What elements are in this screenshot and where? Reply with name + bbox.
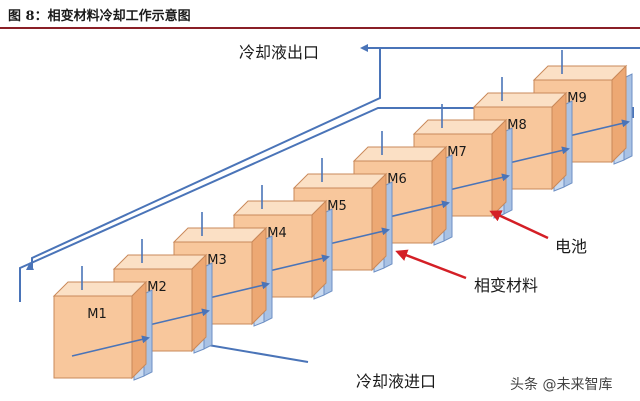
battery-side-face bbox=[551, 91, 567, 191]
title-rule bbox=[0, 27, 640, 29]
battery-label: 电池 bbox=[555, 237, 588, 256]
internal-coolant-line bbox=[71, 335, 150, 357]
coolant-inlet-label: 冷却液进口 bbox=[356, 372, 437, 391]
outlet-manifold-lower bbox=[19, 107, 634, 302]
battery-side-face bbox=[611, 64, 627, 164]
outlet-manifold-upper bbox=[31, 47, 640, 268]
battery-side-face bbox=[131, 280, 147, 380]
battery-top-face bbox=[292, 173, 388, 189]
pcm-label: 相变材料 bbox=[474, 276, 539, 295]
battery-side-face bbox=[311, 199, 327, 299]
battery-top-face bbox=[112, 254, 208, 270]
battery-top-face bbox=[352, 146, 448, 162]
battery-top-face bbox=[172, 227, 268, 243]
watermark: 头条 @未来智库 bbox=[510, 377, 613, 393]
battery-front-face bbox=[53, 295, 133, 379]
coolant-outlet-label: 冷却液出口 bbox=[239, 43, 320, 62]
battery-module-1: M1 bbox=[52, 266, 153, 381]
battery-side-face bbox=[251, 226, 267, 326]
figure-header: 图 8：相变材料冷却工作示意图 bbox=[0, 0, 640, 29]
figure-title: 图 8：相变材料冷却工作示意图 bbox=[8, 9, 191, 24]
battery-top-face bbox=[472, 92, 568, 108]
module-label-1: M1 bbox=[87, 307, 107, 322]
battery-side-face bbox=[491, 118, 507, 218]
battery-top-face bbox=[232, 200, 328, 216]
battery-side-face bbox=[431, 145, 447, 245]
battery-side-face bbox=[191, 253, 207, 353]
battery-module-7: M7 bbox=[412, 104, 513, 219]
battery-top-face bbox=[52, 281, 148, 297]
battery-pointer-arrow bbox=[489, 210, 549, 240]
battery-top-face bbox=[532, 65, 628, 81]
pcm-pointer-arrow bbox=[395, 249, 467, 280]
battery-side-face bbox=[371, 172, 387, 272]
battery-top-face bbox=[412, 119, 508, 135]
pointer-arrows bbox=[395, 210, 549, 280]
